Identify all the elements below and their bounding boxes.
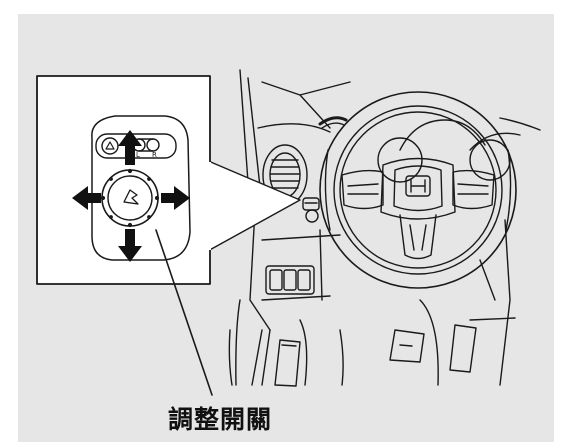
honda-logo-icon bbox=[405, 175, 431, 197]
steering-wheel bbox=[319, 91, 517, 289]
leader-line bbox=[155, 229, 213, 396]
switch-label-r: R bbox=[152, 151, 157, 159]
mirror-icon bbox=[123, 189, 139, 205]
mirror-icon bbox=[105, 141, 115, 150]
mirror-switch-location bbox=[302, 197, 320, 223]
adjustment-switch-label: 調整開關 bbox=[168, 405, 273, 434]
adjuster-knob bbox=[100, 168, 160, 228]
arrow-down-icon bbox=[118, 229, 142, 262]
arrow-right-icon bbox=[161, 186, 190, 210]
arrow-left-icon bbox=[72, 186, 101, 210]
switch-label-l: L bbox=[136, 151, 140, 159]
switch-inset: L R bbox=[36, 75, 211, 285]
arrow-up-icon bbox=[118, 130, 142, 165]
pedals bbox=[228, 299, 477, 387]
lower-switches bbox=[265, 265, 315, 295]
